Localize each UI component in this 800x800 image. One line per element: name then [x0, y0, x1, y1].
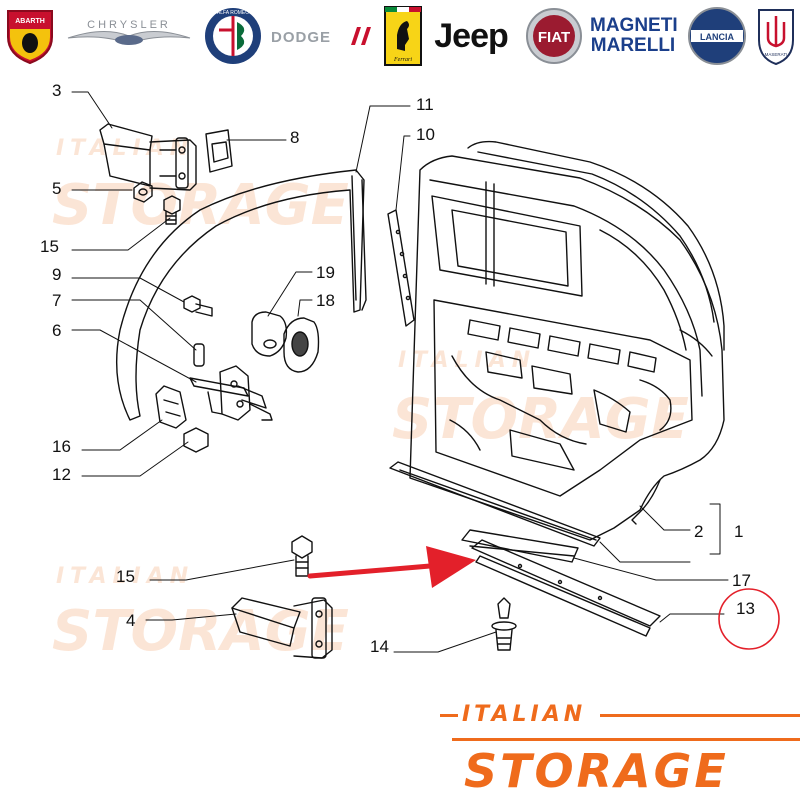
hinge-clip [205, 129, 233, 173]
callout-9: 9 [52, 265, 62, 284]
brand-logo-bar: ABARTH CHRYSLER ALFA ROMEO DODGE [0, 0, 800, 72]
highlight-arrow [307, 546, 476, 588]
door-shell [409, 140, 725, 541]
callout-4: 4 [126, 611, 136, 630]
lower-bracket [155, 385, 187, 429]
pin [193, 343, 205, 367]
plug-clip [491, 597, 517, 651]
brand-ferrari-label: Ferrari [393, 57, 412, 63]
brand-chrysler-logo: CHRYSLER [62, 6, 196, 66]
footer-brand-main-label: STORAGE [464, 744, 729, 798]
brand-maserati-logo: MASERATI [754, 6, 798, 66]
door-seal-strip [389, 461, 601, 547]
sill-rail [471, 539, 661, 637]
footer-rule-left [440, 714, 458, 717]
lower-hinge [231, 597, 333, 659]
footer-rule-mid [452, 738, 800, 741]
brand-jeep-logo: Jeep [428, 6, 514, 66]
upper-hinge [99, 123, 197, 191]
callout-18: 18 [316, 291, 335, 310]
brand-magneti-marelli-logo: MAGNETI MARELLI [588, 6, 678, 66]
watermark-top-label-3: ITALIAN [56, 564, 195, 589]
footer-brand-top-label: ITALIAN [462, 702, 587, 727]
footer-rule-right [600, 714, 800, 717]
brand-abarth-label: ABARTH [15, 18, 45, 25]
screw [183, 295, 213, 317]
brand-lancia-logo: LANCIA [684, 6, 750, 66]
callout-10: 10 [416, 125, 435, 144]
lower-bolt [291, 535, 313, 577]
brand-lancia-label: LANCIA [700, 32, 734, 42]
brand-fiat-logo: FIAT [524, 6, 584, 66]
brand-maserati-label: MASERATI [765, 52, 788, 57]
callout-17: 17 [732, 571, 751, 590]
brand-alfa-romeo-label: ALFA ROMEO [217, 10, 249, 16]
callout-15-upper: 15 [40, 237, 59, 256]
callout-11: 11 [416, 95, 434, 114]
door-check [189, 365, 273, 421]
callout-16: 16 [52, 437, 71, 456]
leader-lines [71, 91, 729, 653]
callout-7: 7 [52, 291, 62, 310]
callout-5: 5 [52, 179, 62, 198]
callout-8: 8 [290, 128, 300, 147]
lower-screw [183, 427, 209, 453]
footer-brand-logo: ITALIAN STORAGE [440, 700, 800, 800]
door-strip [387, 209, 415, 327]
callout-13: 13 [736, 599, 755, 618]
brand-abarth-logo: ABARTH [2, 6, 58, 66]
watermark-main-label: STORAGE [52, 173, 349, 238]
brand-chrysler-label: CHRYSLER [87, 19, 171, 31]
rubber-bumper-a [251, 311, 288, 357]
callout-12: 12 [52, 465, 71, 484]
callout-6: 6 [52, 321, 62, 340]
callout-3: 3 [52, 81, 62, 100]
callout-14: 14 [370, 637, 389, 656]
rubber-bumper-b [283, 317, 320, 373]
sill-plate [461, 529, 579, 563]
callout-2: 2 [694, 522, 704, 541]
hex-nut [133, 181, 153, 203]
callout-19: 19 [316, 263, 335, 282]
brand-magneti-marelli-label: MAGNETI MARELLI [590, 15, 678, 56]
callout-15-lower: 15 [116, 567, 135, 586]
brand-dodge-logo: DODGE [268, 6, 376, 66]
brand-alfa-romeo-logo: ALFA ROMEO [202, 6, 264, 66]
brand-dodge-label: DODGE [271, 29, 331, 46]
window-channel-frame [116, 169, 367, 421]
watermark-top-label: ITALIAN [56, 136, 195, 161]
upper-bolt [163, 195, 181, 225]
brand-ferrari-logo: Ferrari [382, 6, 424, 66]
brand-fiat-label: FIAT [538, 29, 570, 46]
brand-jeep-label: Jeep [434, 17, 508, 55]
callout-1: 1 [734, 522, 744, 541]
highlight-circle [718, 588, 780, 650]
